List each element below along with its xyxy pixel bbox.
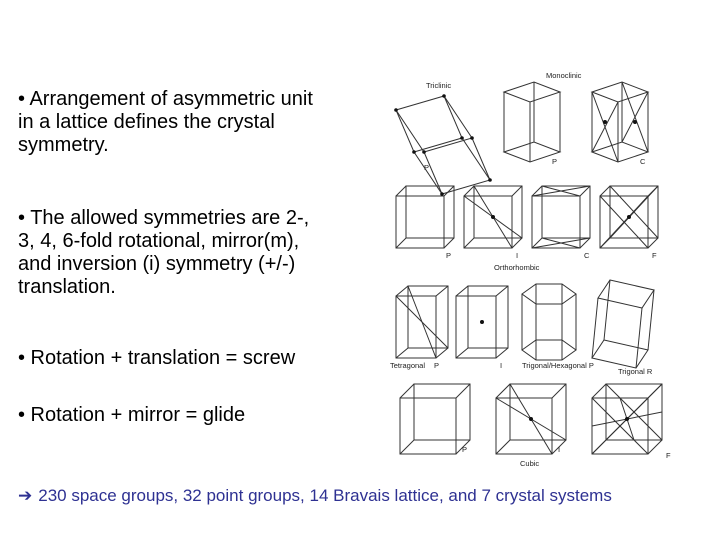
trigonal-r-label: Trigonal R xyxy=(618,367,653,376)
orthorhombic-p-cell xyxy=(395,185,455,249)
orthorhombic-f-cell xyxy=(599,185,659,249)
lattice-points xyxy=(394,94,637,421)
triclinic-p-letter: P xyxy=(424,163,429,172)
tetragonal-p-cell xyxy=(395,285,449,359)
triclinic-label: Triclinic xyxy=(426,81,451,90)
tetragonal-label: Tetragonal xyxy=(390,361,425,370)
tetragonal-i-cell xyxy=(455,285,509,359)
bullet-screw: • Rotation + translation = screw xyxy=(18,347,296,369)
cubic-p-cell xyxy=(399,383,471,455)
trigonal-hexagonal-label: Trigonal/Hexagonal P xyxy=(522,361,594,370)
summary-line: ➔ 230 space groups, 32 point groups, 14 B… xyxy=(18,486,718,506)
orthorhombic-c-cell xyxy=(531,185,591,249)
bravais-lattice-figure: Triclinic Monoclinic Orthorhombic Tetrag… xyxy=(390,71,671,468)
summary-text: 230 space groups, 32 point groups, 14 Br… xyxy=(38,486,612,505)
tetragonal-i-letter: I xyxy=(500,361,502,370)
monoclinic-p-letter: P xyxy=(552,157,557,166)
cubic-f-letter: F xyxy=(666,451,671,460)
bullet-glide: • Rotation + mirror = glide xyxy=(18,404,246,426)
orthorhombic-f-letter: F xyxy=(652,251,657,260)
orthorhombic-p-letter: P xyxy=(446,251,451,260)
orthorhombic-label: Orthorhombic xyxy=(494,263,540,272)
bullet-allowed-symmetries: • The allowed symmetries are 2-, 3, 4, 6… xyxy=(18,207,310,298)
triclinic-cell xyxy=(395,95,491,195)
orthorhombic-c-letter: C xyxy=(584,251,590,260)
tetragonal-p-letter: P xyxy=(434,361,439,370)
bullet-asymmetric-unit: • Arrangement of asymmetric unit in a la… xyxy=(18,88,313,156)
monoclinic-c-cell xyxy=(590,81,650,163)
cubic-p-letter: P xyxy=(462,445,467,454)
cubic-i-letter: I xyxy=(558,445,560,454)
monoclinic-c-letter: C xyxy=(640,157,646,166)
trigonal-r-cell xyxy=(591,279,655,369)
orthorhombic-i-letter: I xyxy=(516,251,518,260)
right-arrow-icon: ➔ xyxy=(18,486,33,505)
monoclinic-p-cell xyxy=(502,81,562,163)
hexagonal-p-cell xyxy=(521,283,577,361)
cubic-label: Cubic xyxy=(520,459,539,468)
monoclinic-label: Monoclinic xyxy=(546,71,582,80)
